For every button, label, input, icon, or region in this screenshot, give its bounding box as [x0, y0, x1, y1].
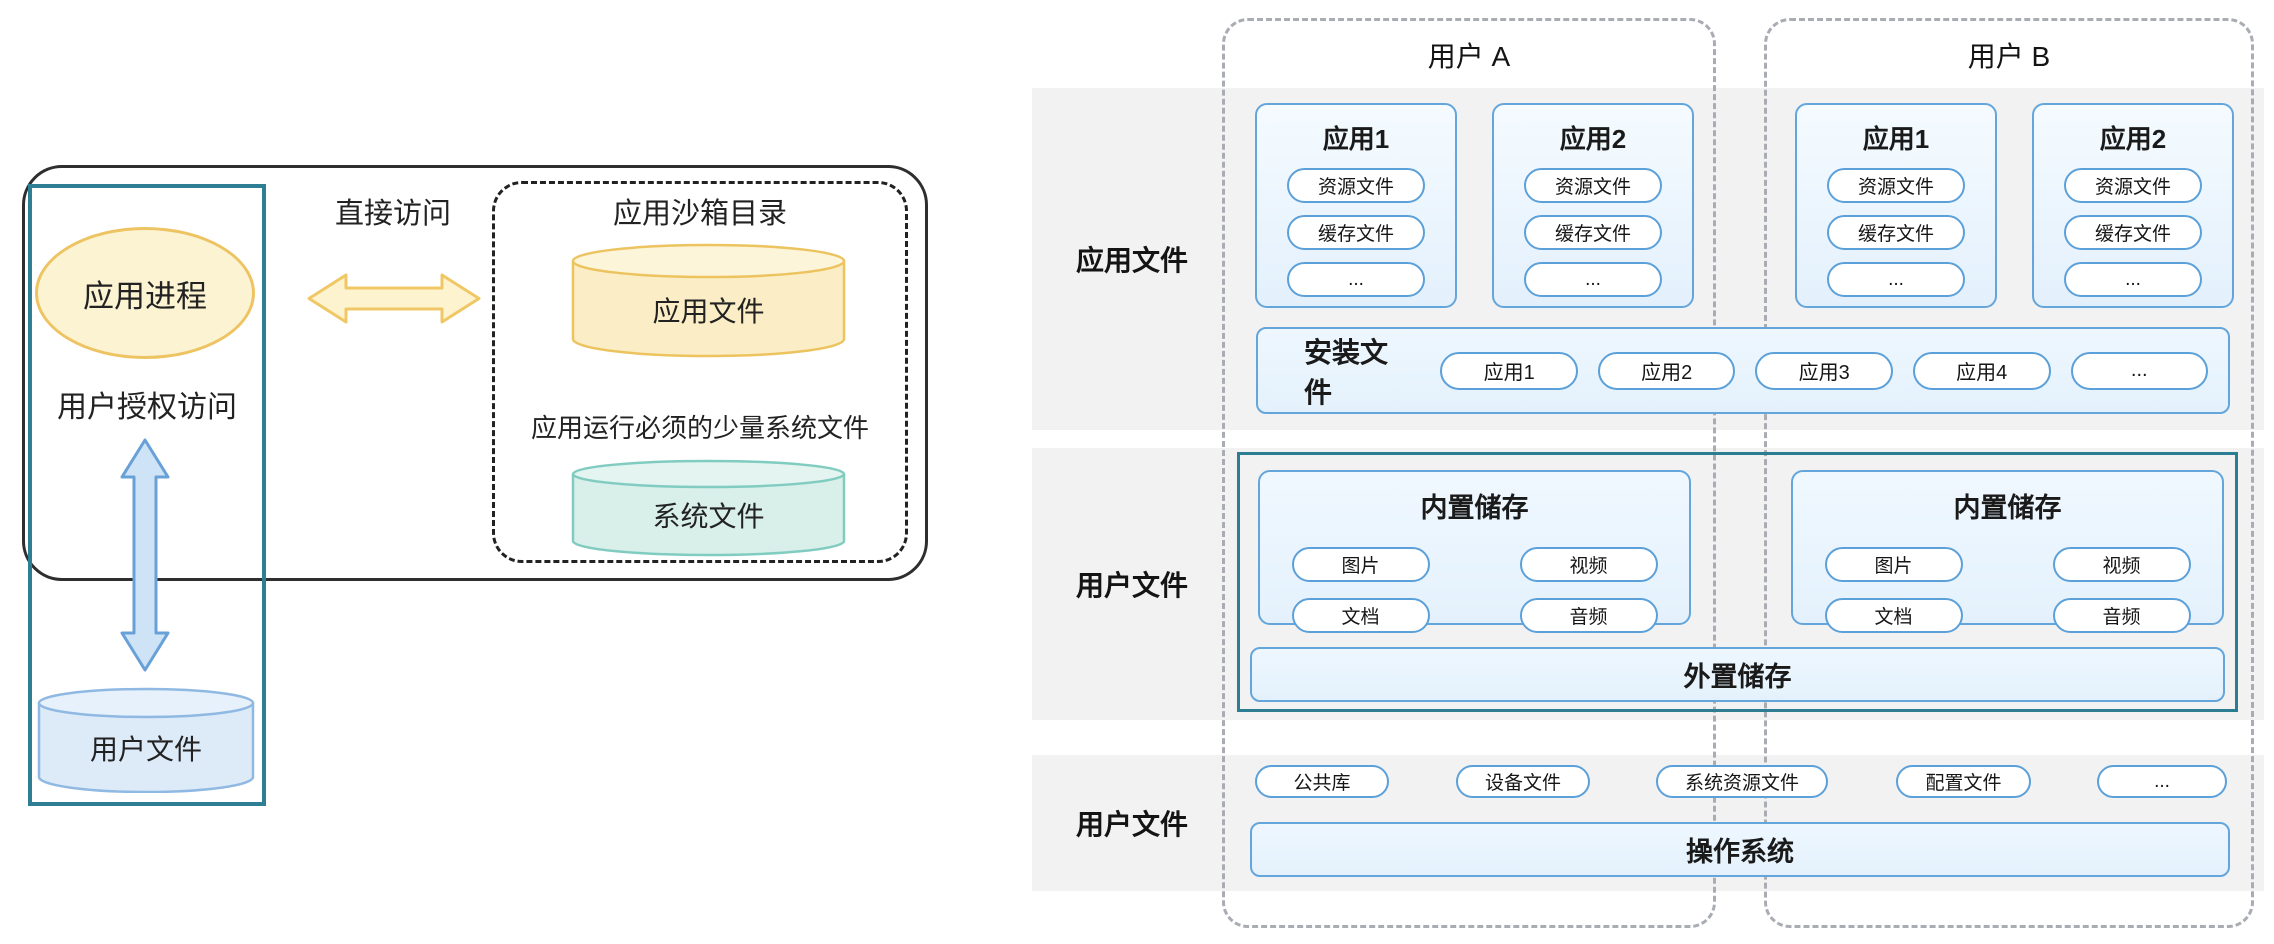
images-pill: 图片 — [1824, 547, 1963, 582]
operating-system-bar: 操作系统 — [1250, 822, 2230, 877]
videos-pill: 视频 — [1519, 547, 1658, 582]
app-process-label: 应用进程 — [83, 278, 207, 314]
row-label-user-files: 用户文件 — [1075, 570, 1188, 601]
install-app1-pill: 应用1 — [1440, 351, 1578, 390]
internal-storage-row-1: 图片 视频 — [1824, 547, 2191, 582]
row-label-system-files: 用户文件 — [1075, 809, 1188, 840]
user-files-cylinder-label: 用户文件 — [89, 734, 202, 765]
app-files-cylinder: 应用文件 — [571, 243, 846, 358]
more-files-pill: ... — [1827, 262, 1965, 297]
internal-storage-row-1: 图片 视频 — [1291, 547, 1658, 582]
install-app3-pill: 应用3 — [1755, 351, 1893, 390]
app-process-scope-box — [28, 184, 266, 806]
internal-storage-box-b: 内置储存 图片 视频 文档 音频 — [1791, 470, 2224, 633]
app-files-cylinder-label: 应用文件 — [652, 295, 765, 327]
cache-files-pill: 缓存文件 — [1524, 215, 1662, 250]
more-files-pill: ... — [2064, 262, 2202, 297]
user-a-title: 用户 A — [1427, 41, 1511, 72]
app-process-ellipse: 应用进程 — [35, 227, 255, 359]
vertical-double-arrow — [119, 437, 171, 673]
resource-files-pill: 资源文件 — [1827, 168, 1965, 203]
horizontal-double-arrow — [306, 270, 482, 327]
direct-access-label: 直接访问 — [334, 198, 451, 230]
user-b-dashed-box — [1764, 18, 2254, 928]
app-card-b1: 应用1 资源文件 缓存文件 ... — [1795, 103, 1997, 308]
app-card-title: 应用2 — [1559, 124, 1627, 154]
more-system-pill: ... — [2097, 765, 2227, 798]
internal-storage-box-a: 内置储存 图片 视频 文档 音频 — [1258, 470, 1691, 633]
app-card-title: 应用1 — [1862, 124, 1930, 154]
app-card-title: 应用1 — [1322, 124, 1390, 154]
internal-storage-title: 内置储存 — [1953, 493, 2062, 523]
documents-pill: 文档 — [1291, 598, 1430, 633]
cache-files-pill: 缓存文件 — [1287, 215, 1425, 250]
user-auth-access-label: 用户授权访问 — [57, 391, 237, 424]
install-app4-pill: 应用4 — [1912, 351, 2051, 390]
app-card-a1: 应用1 资源文件 缓存文件 ... — [1255, 103, 1457, 308]
app-card-a2: 应用2 资源文件 缓存文件 ... — [1492, 103, 1694, 308]
system-resource-files-pill: 系统资源文件 — [1656, 765, 1828, 798]
user-files-cylinder: 用户文件 — [37, 687, 255, 794]
install-more-pill: ... — [2070, 351, 2209, 390]
app-card-title: 应用2 — [2099, 124, 2167, 154]
cache-files-pill: 缓存文件 — [2064, 215, 2202, 250]
external-storage-bar: 外置储存 — [1250, 647, 2225, 702]
outer-rounded-box — [22, 165, 928, 581]
install-files-bar: 安装文件 应用1 应用2 应用3 应用4 ... — [1256, 327, 2230, 414]
videos-pill: 视频 — [2052, 547, 2191, 582]
resource-files-pill: 资源文件 — [1524, 168, 1662, 203]
cache-files-pill: 缓存文件 — [1827, 215, 1965, 250]
internal-storage-row-2: 文档 音频 — [1824, 598, 2191, 633]
install-files-label: 安装文件 — [1304, 336, 1389, 408]
resource-files-pill: 资源文件 — [2064, 168, 2202, 203]
public-library-pill: 公共库 — [1255, 765, 1389, 798]
audio-pill: 音频 — [2052, 598, 2191, 633]
user-b-title: 用户 B — [1967, 41, 2051, 72]
app-sandbox-dashed-box — [492, 181, 908, 563]
user-a-dashed-box — [1222, 18, 1716, 928]
sandbox-title: 应用沙箱目录 — [612, 198, 787, 230]
device-files-pill: 设备文件 — [1456, 765, 1590, 798]
user-storage-group-border — [1237, 452, 2238, 712]
row-label-app-files: 应用文件 — [1075, 245, 1188, 276]
internal-storage-row-2: 文档 音频 — [1291, 598, 1658, 633]
images-pill: 图片 — [1291, 547, 1430, 582]
app-card-b2: 应用2 资源文件 缓存文件 ... — [2032, 103, 2234, 308]
system-files-cylinder: 系统文件 — [571, 459, 846, 557]
install-app2-pill: 应用2 — [1597, 351, 1736, 390]
sandbox-note: 应用运行必须的少量系统文件 — [530, 412, 869, 443]
audio-pill: 音频 — [1519, 598, 1658, 633]
internal-storage-title: 内置储存 — [1420, 493, 1529, 523]
more-files-pill: ... — [1287, 262, 1425, 297]
more-files-pill: ... — [1524, 262, 1662, 297]
documents-pill: 文档 — [1824, 598, 1963, 633]
system-files-cylinder-label: 系统文件 — [652, 501, 765, 532]
resource-files-pill: 资源文件 — [1287, 168, 1425, 203]
config-files-pill: 配置文件 — [1896, 765, 2031, 798]
